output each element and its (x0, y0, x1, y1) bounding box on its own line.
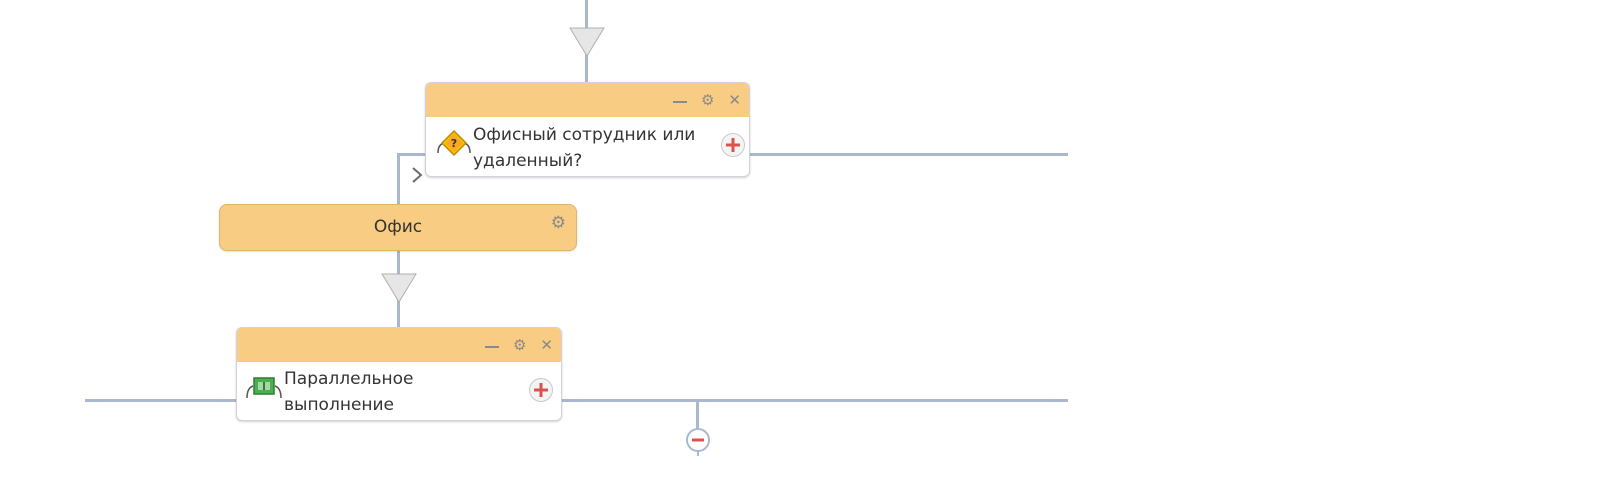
minimize-icon[interactable] (672, 101, 687, 103)
parallel-execution-icon (246, 377, 282, 399)
close-icon[interactable]: ✕ (540, 336, 553, 354)
condition-node-title: Офисный сотрудник или удаленный? (473, 122, 723, 174)
parallel-title-line1: Параллельное (284, 369, 414, 389)
branch-office[interactable]: Офис ⚙ (219, 204, 577, 251)
chevron-right-icon[interactable] (410, 166, 424, 184)
condition-title-line2: удаленный? (473, 151, 583, 171)
plus-icon (534, 383, 548, 397)
connector-parallel-left (85, 399, 237, 402)
connector-branch-elbow-h (397, 153, 427, 156)
minimize-icon[interactable] (484, 346, 499, 348)
connector-collapse-stem (696, 399, 699, 429)
svg-text:?: ? (451, 137, 457, 150)
gear-icon[interactable]: ⚙ (550, 213, 566, 233)
condition-node-header: ⚙ ✕ (426, 83, 749, 117)
plus-icon (726, 138, 740, 152)
gear-icon[interactable]: ⚙ (700, 91, 715, 109)
condition-diamond-icon: ? (437, 129, 471, 157)
close-icon[interactable]: ✕ (728, 91, 741, 109)
collapse-minus-icon[interactable] (685, 427, 711, 457)
connector-branch-elbow-v (397, 153, 400, 205)
condition-node[interactable]: ⚙ ✕ ? Офисный сотрудник или удаленный? (425, 82, 750, 177)
parallel-add-button[interactable] (529, 378, 553, 402)
branch-office-label: Офис (373, 217, 423, 237)
parallel-node[interactable]: ⚙ ✕ Параллельное выполнение (236, 327, 562, 421)
flow-arrow-middle (381, 273, 417, 303)
flow-arrow-top (569, 27, 605, 57)
gear-icon[interactable]: ⚙ (512, 336, 527, 354)
parallel-node-header: ⚙ ✕ (237, 328, 561, 362)
condition-title-line1: Офисный сотрудник или (473, 125, 696, 145)
connector-parallel-right (561, 399, 1068, 402)
condition-add-button[interactable] (721, 133, 745, 157)
parallel-title-line2: выполнение (284, 395, 395, 415)
parallel-node-title: Параллельное выполнение (284, 366, 524, 418)
connector-condition-right (748, 153, 1068, 156)
